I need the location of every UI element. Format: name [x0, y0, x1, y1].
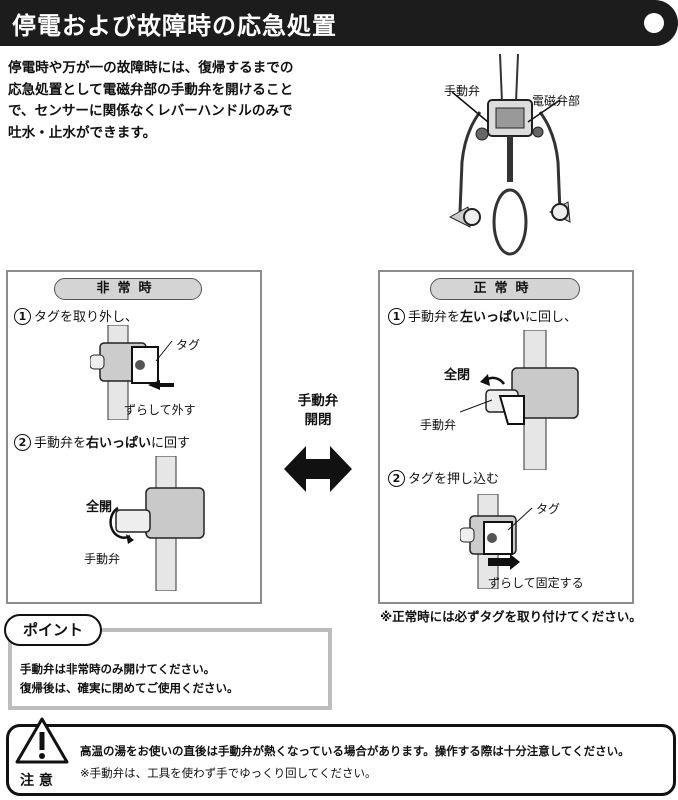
tag-insert-illustration — [460, 494, 533, 589]
middle-line2: 開閉 — [304, 412, 332, 428]
slide-fix-label: ずらして固定する — [488, 576, 584, 590]
normal-panel — [378, 270, 634, 604]
faucet-illustration — [448, 53, 571, 256]
intro-line: 吐水・止水ができます。 — [8, 124, 157, 141]
double-arrow-icon — [284, 446, 352, 492]
caution-line2: ※手動弁は、工具を使わず手でゆっくり回してください。 — [80, 766, 377, 780]
normal-note: ※正常時には必ずタグを取り付けてください。 — [380, 609, 642, 624]
tag-removal-illustration — [90, 325, 174, 420]
caution-label: 注 意 — [20, 773, 53, 789]
middle-caption: 手動弁 開閉 — [288, 392, 348, 430]
intro-line: 停電時や万が一の故障時には、復帰するまでの — [8, 60, 294, 76]
intro-line: 応急処置として電磁弁部の手動弁を開けること — [8, 81, 294, 98]
emergency-panel — [6, 270, 262, 604]
warning-triangle-icon — [15, 717, 69, 764]
caution-line1: 高温の湯をお使いの直後は手動弁が熱くなっている場合があります。操作する際は十分注… — [80, 744, 630, 758]
point-line: 手動弁は非常時のみ開けてください。 — [20, 662, 216, 676]
emergency-header: 非常時 — [54, 278, 202, 300]
manual-valve-label: 手動弁 — [444, 84, 481, 98]
normal-valve-label: 手動弁 — [420, 418, 457, 432]
emergency-valve-label: 手動弁 — [84, 552, 121, 566]
middle-line1: 手動弁 — [297, 393, 339, 409]
valve-open-illustration — [109, 456, 205, 591]
caution-text: 高温の湯をお使いの直後は手動弁が熱くなっている場合があります。操作する際は十分注… — [80, 740, 630, 784]
intro-text: 停電時や万が一の故障時には、復帰するまでの 応急処置として電磁弁部の手動弁を開け… — [8, 58, 354, 144]
intro-line: で、センサーに関係なくレバーハンドルのみで — [8, 103, 293, 120]
normal-header: 正常時 — [430, 278, 580, 300]
normal-tag-label: タグ — [536, 502, 561, 516]
valve-close-illustration — [460, 330, 579, 470]
point-line: 復帰後は、確実に閉めてご使用ください。 — [20, 681, 239, 695]
caution-box — [6, 724, 676, 796]
full-close-label: 全閉 — [444, 368, 471, 383]
solenoid-label: 電磁弁部 — [532, 94, 581, 108]
point-tag: ポイント — [4, 614, 102, 646]
title-dot — [644, 13, 664, 33]
point-box — [8, 628, 332, 710]
slide-off-label: ずらして外す — [124, 403, 196, 417]
title-bar: 停電および故障時の応急処置 — [0, 0, 678, 46]
point-text: 手動弁は非常時のみ開けてください。 復帰後は、確実に閉めてご使用ください。 — [20, 660, 239, 698]
full-open-label: 全開 — [86, 500, 113, 515]
emergency-tag-label: タグ — [176, 338, 201, 352]
page-title: 停電および故障時の応急処置 — [12, 12, 337, 40]
